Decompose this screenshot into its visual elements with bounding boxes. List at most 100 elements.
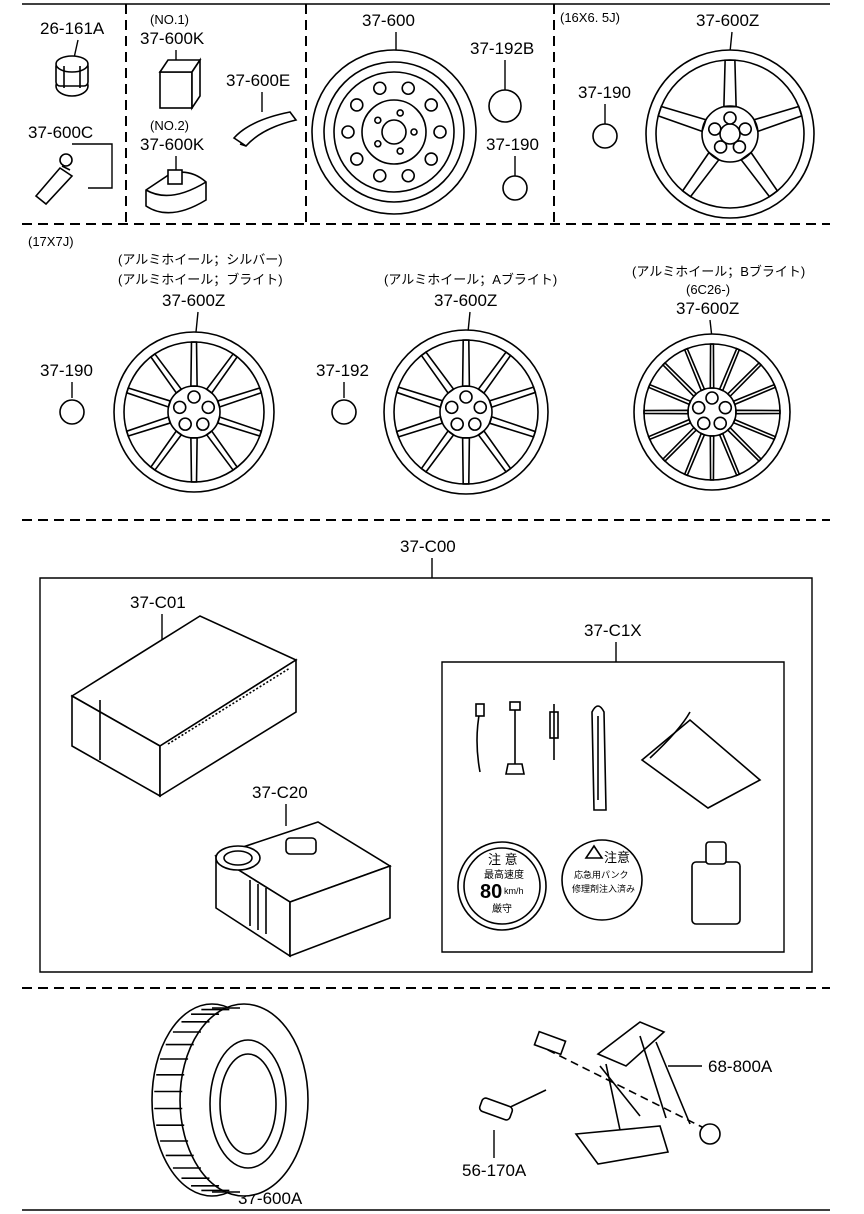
label-37-600Z-b: 37-600Z (162, 291, 225, 310)
wheel-spoke (477, 351, 512, 395)
label-37-600E: 37-600E (226, 71, 290, 90)
wheel-spoke (723, 59, 737, 108)
label-37-600Z-a: 37-600Z (696, 11, 759, 30)
wheel-spoke (420, 351, 455, 395)
label-37-600K-2: 37-600K (140, 135, 205, 154)
balance-weight-no1-icon (158, 57, 202, 111)
steel-wheel-lug (396, 147, 404, 155)
wheel-spoke (216, 386, 263, 409)
steel-wheel-lug (396, 109, 404, 117)
tire-icon (151, 1003, 309, 1197)
alloy-wheel-17-silver-icon (113, 331, 275, 493)
label-68-800A: 68-800A (708, 1057, 773, 1076)
label-37-190-b: 37-190 (578, 83, 631, 102)
label-no1: (NO.1) (150, 12, 189, 27)
balance-weight-no2-icon (145, 169, 207, 214)
label-37-600Z-c: 37-600Z (434, 291, 497, 310)
alloy-wheel-16-icon (645, 49, 815, 219)
sealant-sticker-icon: 注意 応急用パンク 修理剤注入済み (561, 839, 643, 921)
wheel-spoke (395, 415, 444, 438)
leaders-17 (71, 311, 713, 398)
wheel-lug (468, 417, 482, 431)
wheel-spoke (726, 426, 763, 463)
label-bright: (アルミホイール；ブライト) (118, 272, 283, 288)
wheel-spoke (753, 105, 803, 133)
label-37-600Z-d: 37-600Z (676, 299, 739, 318)
wheel-lug (444, 400, 459, 415)
wheel-spoke (395, 386, 444, 409)
wheel-spoke (420, 429, 455, 473)
sticker1-unit: km/h (504, 886, 524, 896)
label-37-C20: 37-C20 (252, 783, 308, 802)
sticker1-line2: 厳守 (492, 902, 512, 915)
steel-wheel-hole (401, 81, 416, 96)
wheel-spoke (149, 429, 183, 472)
sticker-sheet-icon (640, 711, 762, 809)
steel-wheel-lug (374, 116, 382, 125)
wheel-spoke (488, 386, 537, 409)
wheel-lug (732, 140, 747, 154)
wheel-lug (707, 122, 722, 136)
wheel-spoke (718, 347, 741, 392)
wheel-lug (196, 417, 210, 431)
wheel-spoke (125, 386, 172, 409)
kit-sub-box (441, 642, 785, 953)
wheel-spoke (661, 361, 698, 398)
wheel-spoke (190, 437, 198, 483)
label-37-600C: 37-600C (28, 123, 93, 142)
balance-weight-e-icon (232, 111, 298, 148)
wheel-spoke (732, 383, 777, 406)
wheel-spoke (125, 415, 172, 438)
alloy-wheel-17-a-bright-icon (383, 329, 549, 495)
sticker1-title: 注 意 (488, 852, 518, 867)
alloy-wheel-17-b-bright-icon (633, 333, 791, 491)
wheel-lug (450, 417, 464, 431)
wheel-spoke (718, 432, 741, 477)
label-37-600K-1: 37-600K (140, 29, 205, 48)
wheel-lug (459, 390, 473, 404)
steel-wheel-hole (349, 98, 364, 112)
steel-wheel-hole (433, 125, 447, 139)
wheel-spoke (681, 151, 721, 198)
wheel-spoke (216, 415, 263, 438)
steel-wheel-hole (372, 168, 387, 183)
wheel-spoke (709, 343, 715, 389)
speed-sticker-icon: 注 意 最高速度 80 km/h 厳守 (457, 841, 547, 931)
label-size-16: (16X6. 5J) (560, 10, 620, 25)
wheel-spoke (205, 429, 239, 472)
cap-192-icon (331, 399, 357, 425)
hose-icon (475, 703, 485, 773)
wheel-spoke (657, 105, 707, 133)
label-37-600: 37-600 (362, 11, 415, 30)
wheel-lug (691, 400, 706, 415)
steel-wheel-hole (372, 81, 387, 96)
wheel-spoke (461, 339, 471, 388)
kit-box (39, 558, 813, 973)
steel-wheel-hole (401, 168, 416, 183)
cap-192B-icon (488, 89, 522, 123)
label-37-C00: 37-C00 (400, 537, 456, 556)
steel-wheel-lug (410, 128, 418, 136)
label-37-190-c: 37-190 (40, 361, 93, 380)
wheel-lug (738, 122, 753, 136)
label-26-161A: 26-161A (40, 19, 105, 38)
wheel-spoke (683, 432, 706, 477)
wheel-lug (713, 416, 728, 431)
label-37-C1X: 37-C1X (584, 621, 642, 640)
label-no2: (NO.2) (150, 118, 189, 133)
label-37-192B: 37-192B (470, 39, 534, 58)
lug-nut-icon (55, 55, 89, 97)
label-silver: (アルミホイール；シルバー) (118, 252, 283, 268)
label-size-17: (17X7J) (28, 234, 74, 249)
steel-wheel-lug (374, 139, 382, 148)
wheel-spoke (739, 151, 779, 198)
sticker1-line1: 最高速度 (484, 868, 524, 881)
label-37-192: 37-192 (316, 361, 369, 380)
wheel-lug (172, 400, 187, 415)
sealant-case-icon (70, 615, 298, 798)
valve-core-icon (549, 704, 559, 760)
wheel-spoke (732, 418, 777, 441)
air-compressor-icon (214, 821, 392, 958)
sticker2-line2: 修理剤注入済み (572, 883, 635, 894)
